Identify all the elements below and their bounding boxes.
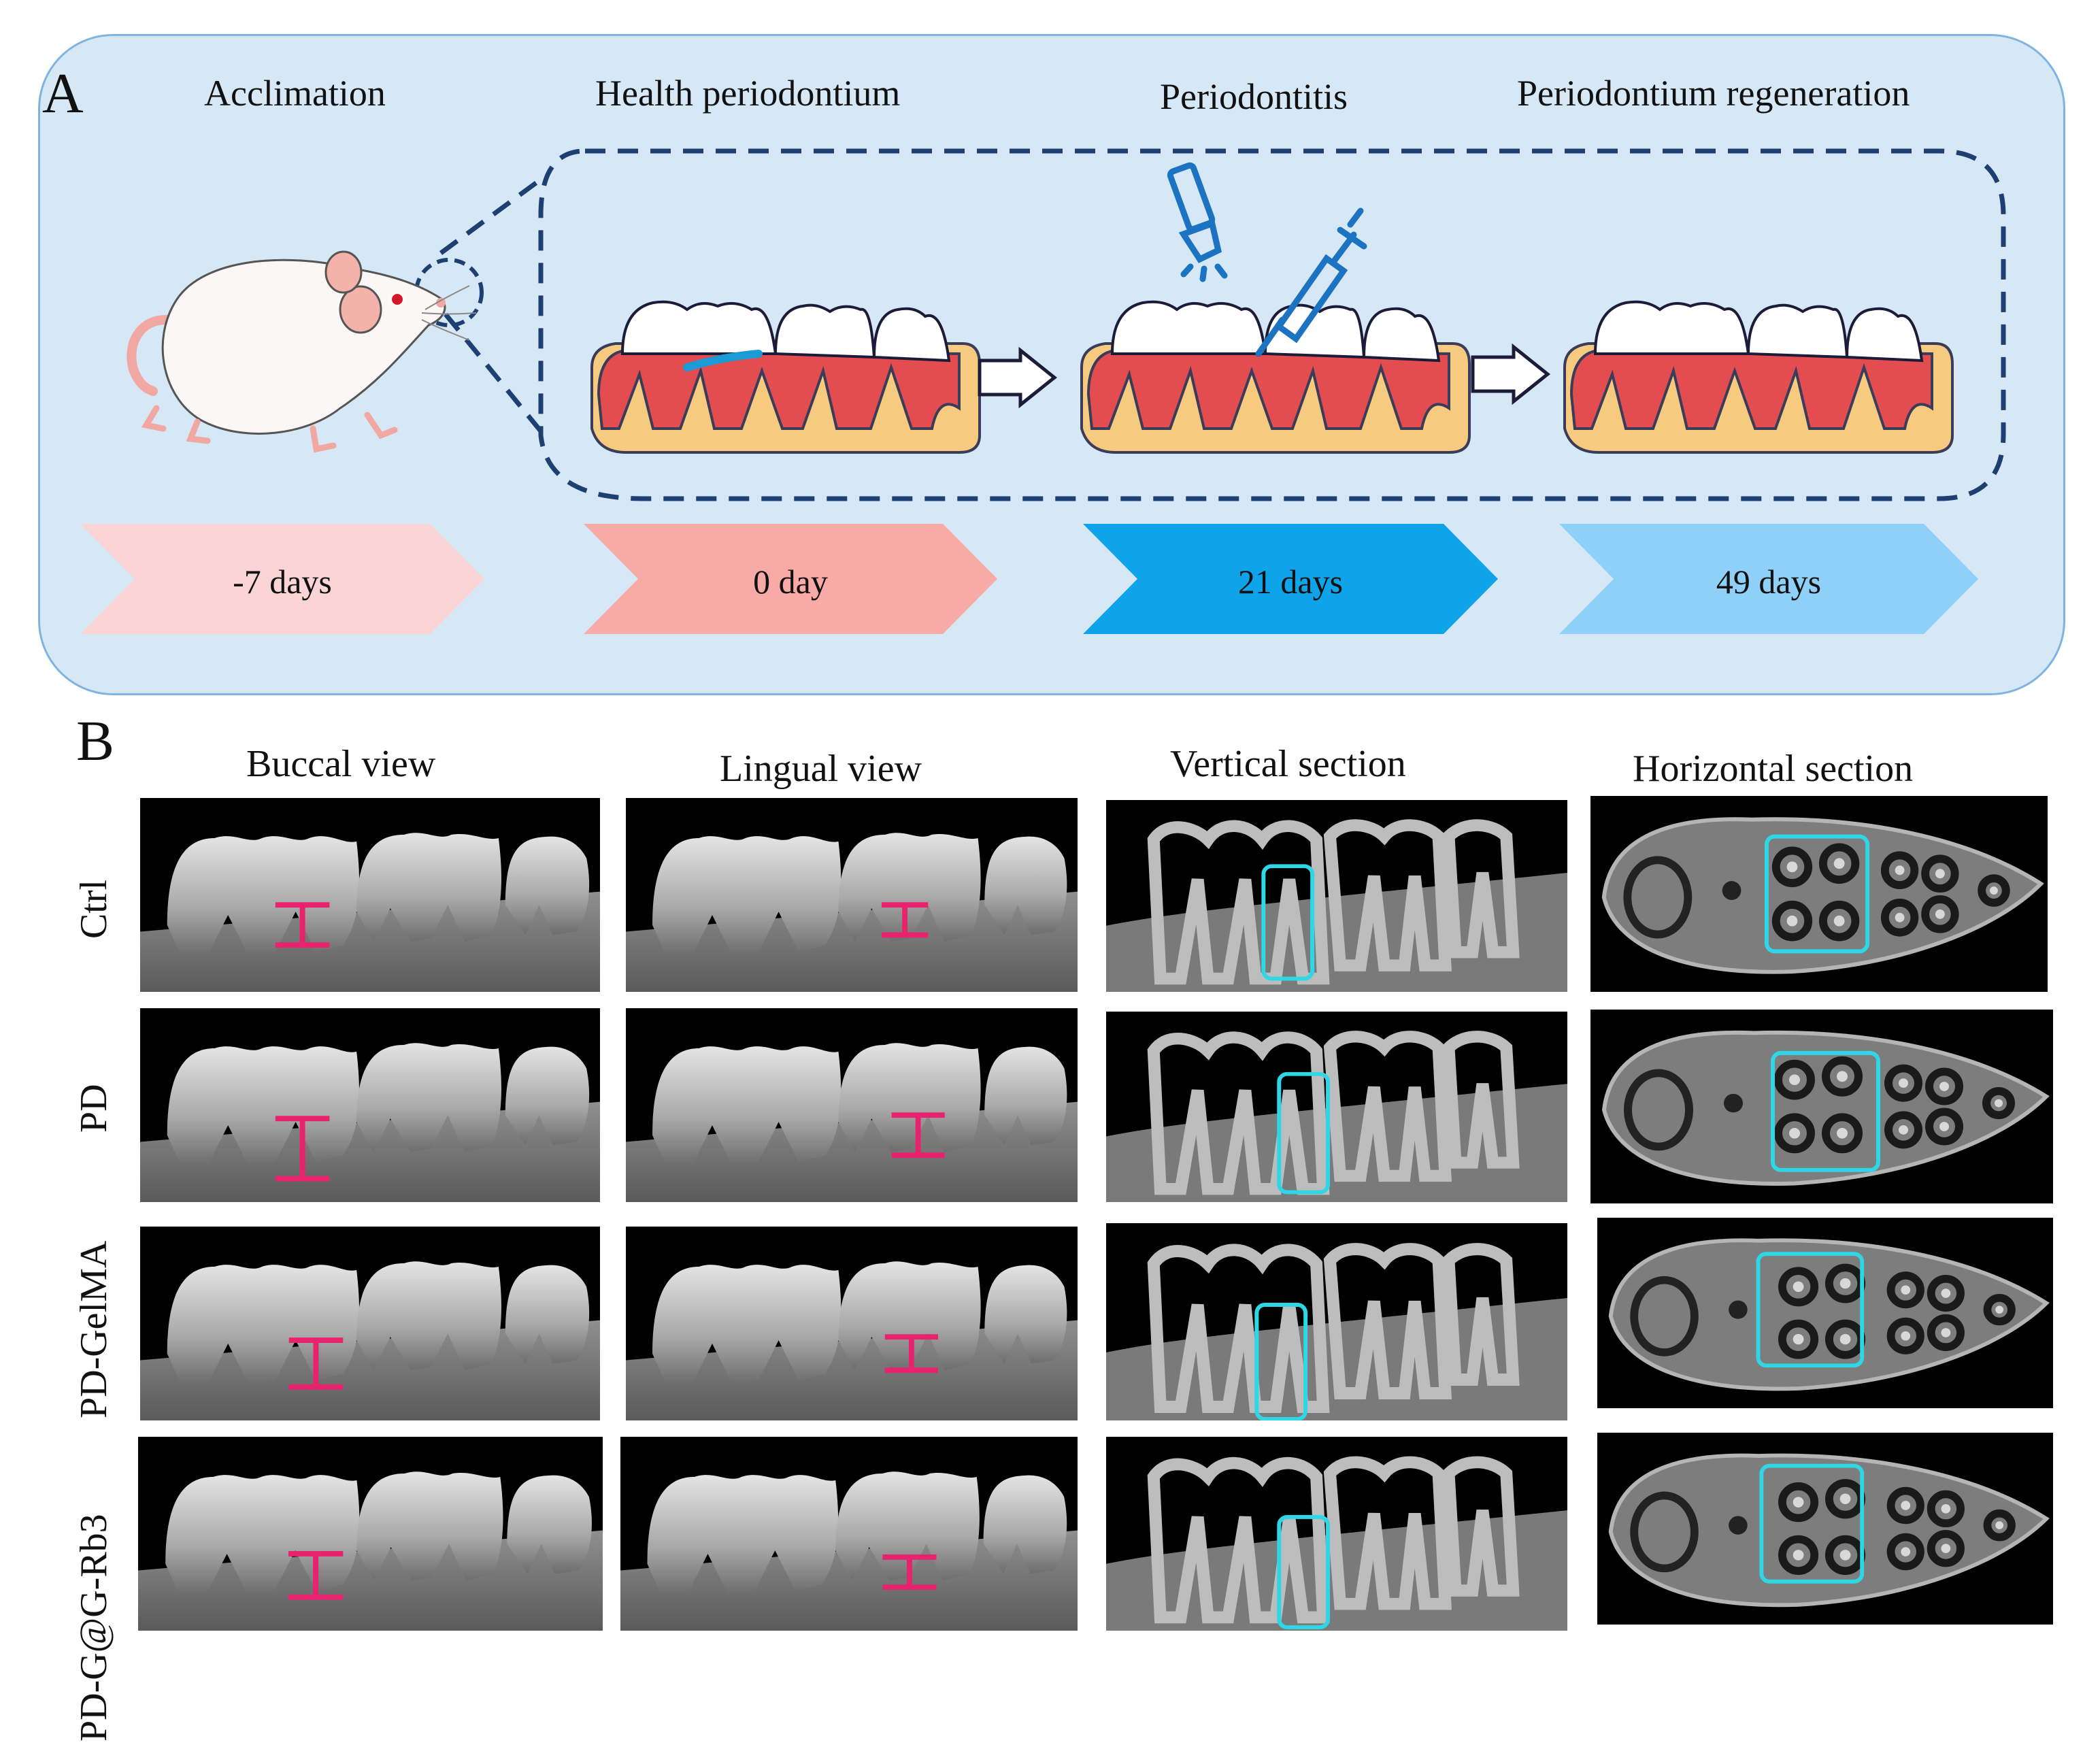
measurement-marker [881, 902, 929, 938]
timeline-chevron-49 [1559, 524, 1978, 634]
column-title-vertical: Vertical section [1170, 743, 1406, 785]
timeline-label-21: 21 days [1237, 563, 1344, 601]
arrow-right-icon [978, 346, 1058, 409]
image-ctrl-lingual [626, 798, 1078, 992]
image-pd-gelma-vertical [1106, 1223, 1567, 1420]
measurement-marker [275, 1116, 330, 1182]
image-pd-buccal [140, 1008, 600, 1202]
row-label-pd: PD [73, 1084, 115, 1133]
row-label-ctrl: Ctrl [73, 879, 115, 939]
image-ctrl-vertical [1106, 800, 1567, 992]
image-ctrl-buccal [140, 798, 600, 992]
image-pd-g-g-rb3-horizontal [1597, 1433, 2053, 1625]
tooth-row-illustration-health [590, 300, 981, 454]
measurement-marker [891, 1112, 945, 1159]
measurement-marker [288, 1551, 344, 1600]
stage-label-regeneration: Periodontium regeneration [1517, 73, 1910, 114]
image-pd-g-g-rb3-buccal [138, 1437, 603, 1631]
timeline-label-minus7: -7 days [233, 563, 332, 601]
panel-a-illustration [80, 148, 2006, 634]
roi-box [1756, 1252, 1865, 1368]
roi-box [1277, 1514, 1331, 1630]
roi-box [1764, 834, 1870, 954]
panel-b-letter: B [76, 710, 115, 773]
stage-label-periodontitis: Periodontitis [1160, 76, 1348, 117]
image-pd-gelma-horizontal [1597, 1218, 2053, 1408]
row-label-pd-gelma: PD-GelMA [73, 1240, 115, 1418]
flashlight-icon [1167, 162, 1228, 282]
panel-a-letter: A [42, 62, 84, 125]
rat-illustration [127, 250, 477, 453]
timeline-label-49: 49 days [1716, 563, 1822, 601]
image-pd-gelma-lingual [626, 1227, 1078, 1420]
column-title-horizontal: Horizontal section [1633, 748, 1914, 790]
measurement-marker [882, 1554, 937, 1591]
column-title-lingual: Lingual view [720, 748, 922, 790]
image-pd-vertical [1106, 1012, 1567, 1202]
image-pd-horizontal [1590, 1010, 2053, 1203]
roi-box [1771, 1050, 1880, 1172]
measurement-marker [884, 1334, 938, 1374]
timeline-chevron-21 [1083, 524, 1498, 634]
roi-box [1261, 864, 1315, 981]
tooth-row-illustration-regeneration [1563, 300, 1954, 454]
roi-box [1277, 1071, 1331, 1195]
image-ctrl-horizontal [1590, 796, 2048, 992]
syringe-icon [1255, 207, 1367, 357]
dashed-frame [538, 148, 2006, 501]
column-title-buccal: Buccal view [246, 743, 436, 785]
stage-label-acclimation: Acclimation [204, 73, 386, 114]
measurement-marker [288, 1337, 344, 1390]
timeline-chevron-minus7 [80, 524, 484, 634]
arrow-right-icon [1471, 343, 1551, 405]
stage-label-health: Health periodontium [595, 73, 901, 114]
measurement-marker [275, 902, 330, 948]
timeline-chevron-0 [584, 524, 997, 634]
image-pd-g-g-rb3-vertical [1106, 1437, 1567, 1631]
roi-box [1759, 1463, 1865, 1584]
timeline-label-0: 0 day [753, 563, 828, 601]
image-pd-gelma-buccal [140, 1227, 600, 1420]
roi-box [1254, 1303, 1308, 1420]
image-pd-g-g-rb3-lingual [620, 1437, 1078, 1631]
image-pd-lingual [626, 1008, 1078, 1202]
tooth-row-illustration-periodontitis [1080, 300, 1471, 454]
row-label-pd-g-g-rb3: PD-G@G-Rb3 [73, 1514, 115, 1742]
magnifier-dashed-circle [414, 258, 484, 327]
